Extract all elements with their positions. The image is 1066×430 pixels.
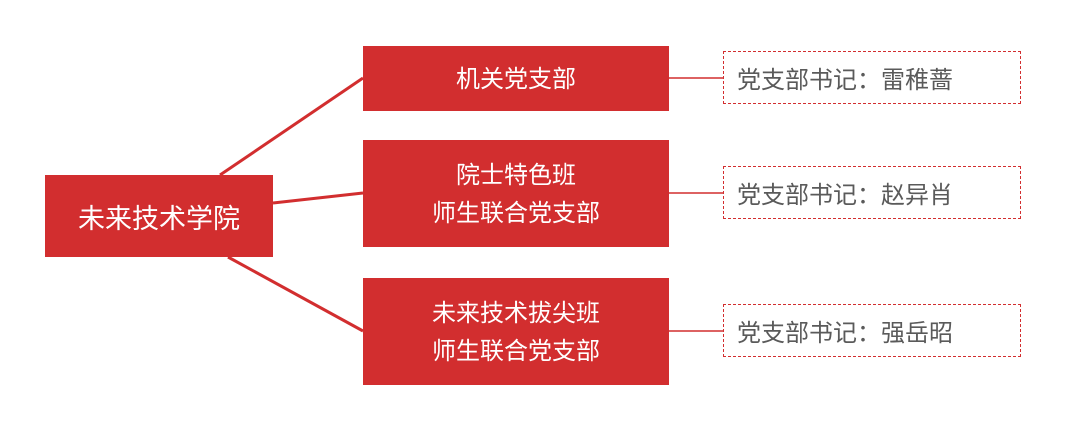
secretary-box-1-label: 党支部书记：雷稚蔷 (737, 66, 953, 94)
branch-node-2-label-line-2: 师生联合党支部 (432, 198, 600, 227)
secretary-box-2-label: 党支部书记：赵异肖 (737, 181, 953, 209)
connector-root-to-branch-3 (227, 255, 364, 333)
secretary-box-1: 党支部书记：雷稚蔷 (723, 51, 1021, 104)
secretary-box-2: 党支部书记：赵异肖 (723, 166, 1021, 219)
connector-root-to-branch-2 (272, 191, 364, 205)
secretary-box-3: 党支部书记：强岳昭 (723, 304, 1021, 357)
branch-node-3: 未来技术拔尖班 师生联合党支部 (363, 278, 669, 385)
branch-node-3-label-line-2: 师生联合党支部 (432, 336, 600, 365)
connector-root-to-branch-1 (219, 76, 364, 177)
root-node: 未来技术学院 (45, 175, 273, 257)
secretary-box-3-label: 党支部书记：强岳昭 (737, 319, 953, 347)
branch-node-3-label-line-1: 未来技术拔尖班 (432, 298, 600, 327)
branch-node-1-label-line-1: 机关党支部 (456, 64, 576, 93)
branch-node-1: 机关党支部 (363, 46, 669, 111)
root-node-label: 未来技术学院 (78, 203, 240, 235)
branch-node-2-label-line-1: 院士特色班 (456, 160, 576, 189)
branch-node-2: 院士特色班 师生联合党支部 (363, 140, 669, 247)
